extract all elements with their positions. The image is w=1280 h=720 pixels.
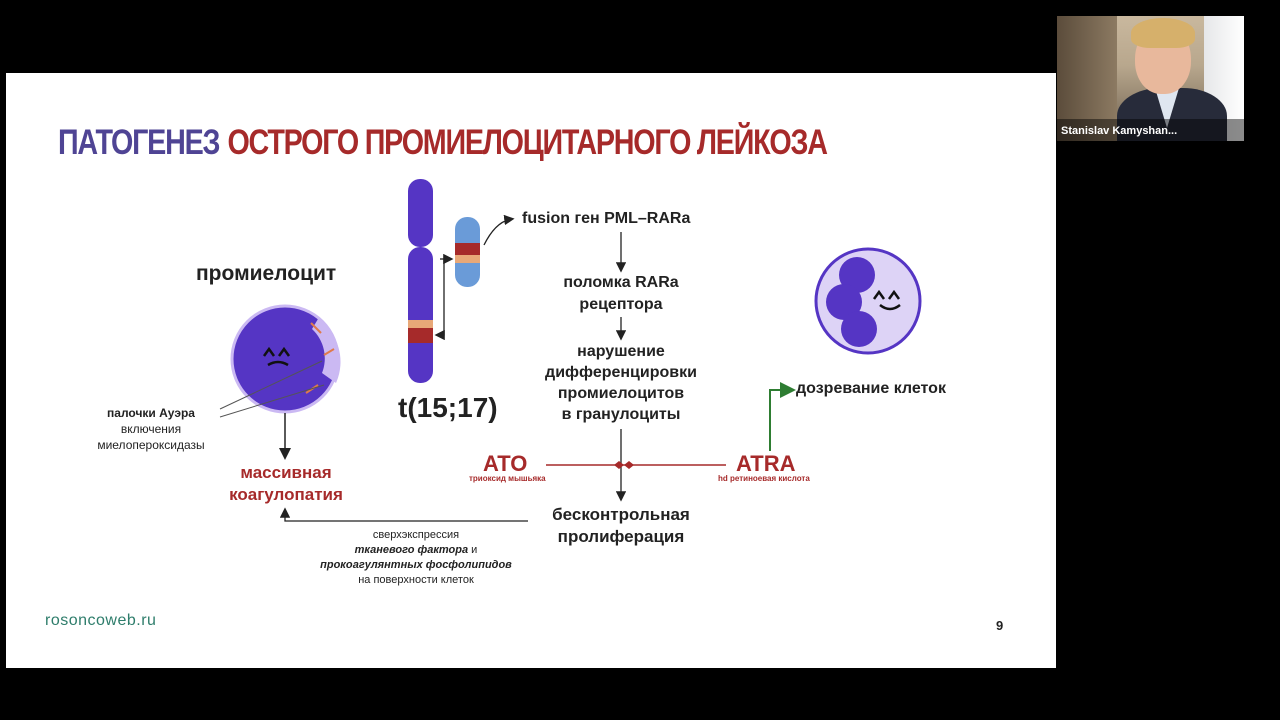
chromosome-15-icon <box>408 179 433 383</box>
title-part-1: ПАТОГЕНЕЗ <box>58 123 220 162</box>
title-part-2: ОСТРОГО ПРОМИЕЛОЦИТАРНОГО ЛЕЙКОЗА <box>227 123 828 162</box>
coagulopathy-label: массивная коагулопатия <box>229 463 343 504</box>
translocation-label: t(15;17) <box>398 392 498 423</box>
chromosome-17-icon <box>455 217 480 287</box>
participant-video-tile[interactable]: Stanislav Kamyshan... <box>1057 16 1244 141</box>
website-link[interactable]: rosoncoweb.ru <box>45 612 157 629</box>
auer-rods-note: палочки Ауэра включения миелопероксидазы <box>97 406 205 452</box>
atra-label: ATRA <box>736 451 796 476</box>
page-number: 9 <box>996 618 1004 633</box>
proliferation-label: бесконтрольная пролиферация <box>552 505 690 546</box>
promyelocyte-cell-icon <box>230 304 341 414</box>
atra-sublabel: hd ретиноевая кислота <box>718 474 810 483</box>
maturation-label: дозревание клеток <box>796 380 946 397</box>
ato-label: ATO <box>483 451 528 476</box>
differentiation-step: нарушение дифференцировки промиелоцитов … <box>545 343 697 423</box>
promyelocyte-label: промиелоцит <box>196 262 337 285</box>
fusion-gene-label: fusion ген PML–RARa <box>522 210 691 227</box>
pathogenesis-diagram <box>219 179 922 522</box>
mature-cell-icon <box>814 247 922 355</box>
participant-name: Stanislav Kamyshan... <box>1061 125 1178 137</box>
receptor-step: поломка RARa рецептора <box>563 274 679 313</box>
overexpression-note: сверхэкспрессия тканевого фактора и прок… <box>320 529 512 586</box>
ato-sublabel: триоксид мышьяка <box>469 474 546 483</box>
